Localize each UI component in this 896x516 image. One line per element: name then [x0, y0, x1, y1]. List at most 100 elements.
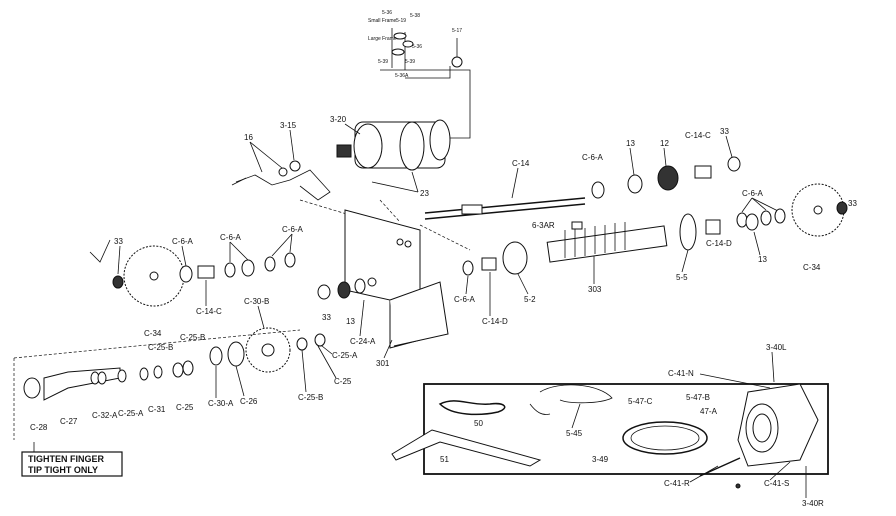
- label-c-25-b-top: C-25-B: [148, 343, 173, 352]
- shaft-c-27: [43, 367, 121, 401]
- bearing-13-top: [627, 174, 643, 194]
- label-c-6-a-mid: C-6-A: [454, 295, 476, 304]
- gear-12: [657, 165, 679, 191]
- label-5-36b: 5-36: [412, 44, 422, 50]
- label-13-top: 13: [626, 139, 635, 148]
- label-c-25-a: C-25-A: [332, 351, 358, 360]
- cable-50: [438, 400, 506, 416]
- cable-5-45: [539, 384, 613, 404]
- bushing-c-14-c-top: [694, 165, 712, 179]
- label-16: 16: [244, 133, 253, 142]
- washer-c-6-a-top: [591, 181, 605, 199]
- label-c-41-r: C-41-R: [664, 479, 690, 488]
- label-3-20: 3-20: [330, 115, 347, 124]
- label-50: 50: [474, 419, 483, 428]
- bushing-c-14-d-right: [705, 219, 721, 235]
- label-5-2: 5-2: [524, 295, 536, 304]
- nut-33-left: [112, 275, 124, 289]
- label-5-47-c: 5-47-C: [628, 397, 653, 406]
- label-c-14-c-left: C-14-C: [196, 307, 222, 316]
- label-33-center: 33: [322, 313, 331, 322]
- label-c-25-b-top2: C-25-B: [180, 333, 205, 342]
- label-5-39b: 5-39: [405, 59, 415, 65]
- label-c-6-a-l1: C-6-A: [172, 237, 194, 246]
- key-6-3ar: [571, 221, 583, 230]
- label-5-36a: 5-36: [382, 10, 392, 16]
- label-5-19: 5-19: [396, 18, 406, 24]
- bearing-13-right: [745, 213, 759, 231]
- nut-33-right: [836, 201, 848, 215]
- label-3-49: 3-49: [592, 455, 609, 464]
- label-c-26: C-26: [240, 397, 258, 406]
- bushing-c-14-d-mid: [481, 257, 497, 271]
- label-303: 303: [588, 285, 602, 294]
- nut-33-center: [317, 284, 331, 300]
- label-c-41-n: C-41-N: [668, 369, 694, 378]
- tighten-note-box: TIGHTEN FINGER TIP TIGHT ONLY: [21, 451, 123, 477]
- sprocket-c-34-right: [791, 183, 845, 237]
- housing-3-40: [737, 383, 819, 467]
- label-5-38: 5-38: [410, 13, 420, 19]
- bar-51: [391, 429, 542, 467]
- label-13-right: 13: [758, 255, 767, 264]
- label-c-14-d-mid: C-14-D: [482, 317, 508, 326]
- label-33-right: 33: [848, 199, 857, 208]
- coil-47-a: [622, 421, 708, 455]
- label-c-6-a-l2: C-6-A: [220, 233, 242, 242]
- label-large-frame: Large Frame: [368, 36, 397, 42]
- label-c-28: C-28: [30, 423, 48, 432]
- label-c-6-a-l3: C-6-A: [282, 225, 304, 234]
- label-33-top: 33: [720, 127, 729, 136]
- label-13-center: 13: [346, 317, 355, 326]
- label-c-6-a-right: C-6-A: [742, 189, 764, 198]
- label-6-3ar: 6-3AR: [532, 221, 555, 230]
- label-3-40r: 3-40R: [802, 499, 824, 508]
- label-23: 23: [420, 189, 429, 198]
- bearing-13-center: [337, 281, 351, 299]
- label-c-34-left: C-34: [144, 329, 162, 338]
- label-5-45: 5-45: [566, 429, 583, 438]
- label-c-14-c-top: C-14-C: [685, 131, 711, 140]
- label-c-41-s: C-41-S: [764, 479, 789, 488]
- plate-5-2: [502, 241, 528, 275]
- label-c-24-a: C-24-A: [350, 337, 376, 346]
- label-5-47-b: 5-47-B: [686, 393, 710, 402]
- label-c-25-a-low: C-25-A: [118, 409, 144, 418]
- label-c-25-low: C-25: [176, 403, 194, 412]
- bushing-c-14-c-left: [197, 265, 215, 279]
- label-c-25-right: C-25: [334, 377, 352, 386]
- label-c-30-b: C-30-B: [244, 297, 269, 306]
- note-line1: TIGHTEN FINGER: [28, 454, 104, 464]
- knob-c-28: [23, 377, 41, 399]
- label-small-frame: Small Frame: [368, 18, 397, 24]
- label-c-32-a: C-32-A: [92, 411, 118, 420]
- accessory-box: [423, 383, 829, 475]
- label-c-31: C-31: [148, 405, 166, 414]
- label-12: 12: [660, 139, 669, 148]
- plate-5-5: [679, 213, 697, 251]
- label-51: 51: [440, 455, 449, 464]
- label-301: 301: [376, 359, 390, 368]
- label-5-17: 5-17: [452, 28, 462, 34]
- nut-33-top: [727, 156, 741, 172]
- label-5-5: 5-5: [676, 273, 688, 282]
- label-3-40l: 3-40L: [766, 343, 787, 352]
- label-33-left: 33: [114, 237, 123, 246]
- shaft-c-14: [424, 197, 586, 220]
- brush-spring: [231, 160, 331, 201]
- label-c-30-a: C-30-A: [208, 399, 234, 408]
- sprocket-c-34-left: [123, 245, 185, 307]
- note-line2: TIP TIGHT ONLY: [28, 465, 98, 475]
- label-c-14: C-14: [512, 159, 530, 168]
- label-5-36c: 5-36A: [395, 73, 409, 79]
- switch-assembly: [380, 28, 471, 139]
- frame-301: [344, 209, 449, 349]
- label-c-6-a-top: C-6-A: [582, 153, 604, 162]
- drum-303: [546, 222, 668, 263]
- label-c-14-d-right: C-14-D: [706, 239, 732, 248]
- label-3-15: 3-15: [280, 121, 297, 130]
- washer-c-6-a-mid: [462, 260, 474, 276]
- motor: [336, 119, 451, 171]
- label-c-27: C-27: [60, 417, 78, 426]
